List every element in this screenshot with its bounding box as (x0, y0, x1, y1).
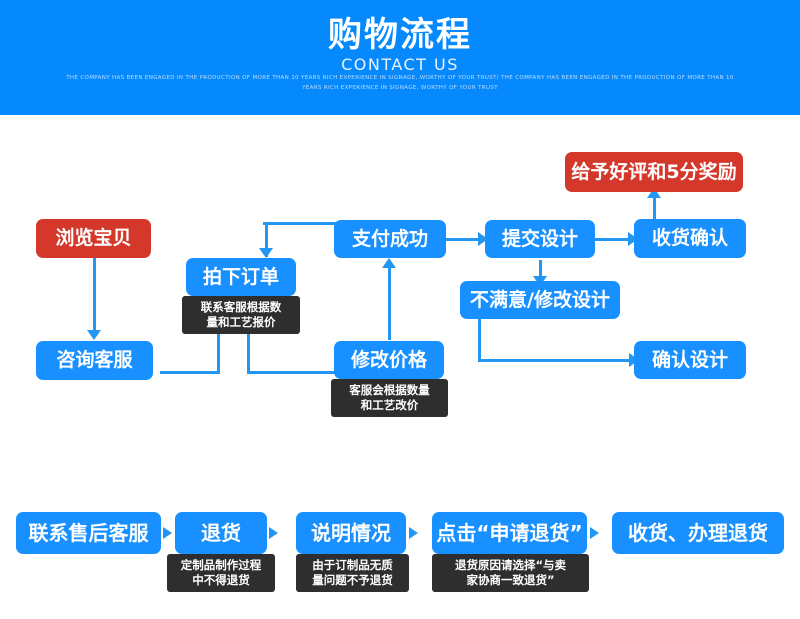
node-contact-after-sales[interactable]: 联系售后客服 (16, 512, 161, 554)
arrowhead-submit-to-receipt (628, 232, 638, 246)
arrowhead-modify-price-to-pay (382, 258, 396, 268)
connector-receipt-to-review (653, 196, 656, 219)
note-explain-line1: 由于订制品无质 (312, 558, 393, 572)
node-click-apply-return-label: 点击“申请退货” (436, 521, 583, 545)
node-receive-process-return-label: 收货、办理退货 (628, 521, 768, 545)
arrowhead-browse-to-consult (87, 330, 101, 340)
connector-pay-to-submit (446, 238, 481, 241)
node-pay-success[interactable]: 支付成功 (334, 220, 446, 258)
node-give-review-label: 给予好评和5分奖励 (571, 160, 737, 183)
note-modify-price-line2: 和工艺改价 (360, 398, 419, 412)
note-explain-line2: 量问题不予退货 (312, 573, 393, 587)
node-modify-price[interactable]: 修改价格 (334, 341, 444, 379)
arrowhead-contact-to-return (163, 527, 172, 539)
node-consult-service[interactable]: 咨询客服 (36, 341, 153, 380)
node-receive-process-return[interactable]: 收货、办理退货 (612, 512, 784, 554)
node-return-goods[interactable]: 退货 (175, 512, 267, 554)
note-place-order-line2: 量和工艺报价 (206, 315, 276, 329)
arrowhead-return-to-explain (269, 527, 278, 539)
note-place-order: 联系客服根据数 量和工艺报价 (182, 296, 300, 334)
node-confirm-receipt[interactable]: 收货确认 (634, 219, 746, 258)
node-confirm-design[interactable]: 确认设计 (634, 341, 746, 379)
node-modify-price-label: 修改价格 (350, 348, 427, 371)
node-explain-situation[interactable]: 说明情况 (296, 512, 406, 554)
note-click-apply-line1: 退货原因请选择“与卖 (454, 558, 567, 572)
connector-modify-price-left (247, 371, 337, 374)
node-pay-success-label: 支付成功 (351, 227, 428, 250)
node-revise-design-label: 不满意/修改设计 (470, 288, 610, 311)
node-revise-design[interactable]: 不满意/修改设计 (460, 281, 620, 319)
arrowhead-explain-to-apply (409, 527, 418, 539)
node-place-order[interactable]: 拍下订单 (186, 258, 296, 296)
connector-consult-right (160, 371, 220, 374)
connector-place-order-to-pay (263, 222, 338, 225)
node-return-goods-label: 退货 (201, 521, 241, 545)
node-explain-situation-label: 说明情况 (311, 521, 391, 545)
node-confirm-design-label: 确认设计 (651, 348, 728, 371)
note-modify-price: 客服会根据数量 和工艺改价 (331, 379, 448, 417)
note-modify-price-line1: 客服会根据数量 (349, 383, 430, 397)
arrowhead-into-place-order (259, 248, 273, 258)
connector-modify-price-up-to-order (247, 330, 250, 374)
node-consult-service-label: 咨询客服 (56, 349, 133, 371)
note-click-apply-line2: 家协商一致退货” (466, 573, 555, 587)
note-explain-situation: 由于订制品无质 量问题不予退货 (296, 554, 409, 592)
connector-submit-to-receipt (595, 238, 632, 241)
node-browse-item[interactable]: 浏览宝贝 (36, 219, 151, 258)
note-return-goods-line2: 中不得退货 (192, 573, 250, 587)
connector-submit-to-revise (539, 260, 542, 280)
note-place-order-line1: 联系客服根据数 (200, 300, 282, 314)
connector-consult-up (217, 330, 220, 374)
node-give-review[interactable]: 给予好评和5分奖励 (565, 152, 743, 192)
arrowhead-receipt-to-review (647, 188, 661, 198)
connector-revise-down (478, 316, 481, 361)
page-header: 购物流程 CONTACT US THE COMPANY HAS BEEN ENG… (0, 0, 800, 115)
page-subtitle: CONTACT US (341, 55, 459, 74)
connector-modify-price-to-pay (388, 265, 391, 340)
node-submit-design-label: 提交设计 (501, 227, 578, 250)
page-title: 购物流程 (328, 15, 472, 55)
note-click-apply-return: 退货原因请选择“与卖 家协商一致退货” (432, 554, 589, 592)
page-tagline: THE COMPANY HAS BEEN ENGAGED IN THE PROD… (66, 75, 734, 91)
node-place-order-label: 拍下订单 (202, 265, 279, 288)
connector-revise-to-confirm (478, 359, 633, 362)
node-submit-design[interactable]: 提交设计 (485, 220, 595, 258)
arrowhead-apply-to-receive (590, 527, 599, 539)
note-return-goods: 定制品制作过程 中不得退货 (167, 554, 275, 592)
arrowhead-pay-to-submit (478, 232, 488, 246)
node-contact-after-sales-label: 联系售后客服 (28, 521, 149, 545)
note-return-goods-line1: 定制品制作过程 (180, 558, 262, 572)
node-confirm-receipt-label: 收货确认 (651, 227, 728, 249)
connector-pay-down-stub (265, 222, 268, 250)
node-browse-item-label: 浏览宝贝 (55, 227, 132, 249)
node-click-apply-return[interactable]: 点击“申请退货” (432, 512, 587, 554)
connector-browse-to-consult (93, 257, 96, 332)
